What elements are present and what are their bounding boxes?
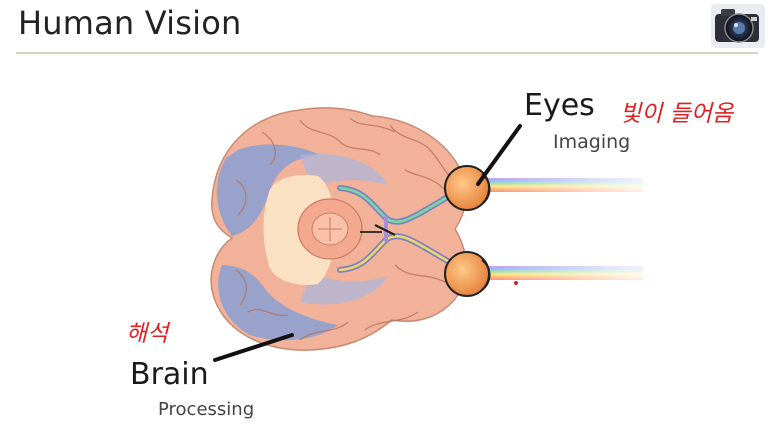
- eye-bottom: [444, 251, 491, 297]
- eyes-pointer-line: [476, 124, 522, 186]
- light-ray-top: [488, 178, 643, 192]
- eyes-handwritten-note: 빛이 들어옴: [620, 101, 734, 127]
- slide-title: Human Vision: [18, 4, 242, 42]
- camera-logo-icon: [711, 4, 765, 48]
- light-ray-bottom: [488, 266, 643, 280]
- brain-label: Brain: [130, 357, 209, 392]
- brain: [210, 107, 467, 351]
- processing-label: Processing: [158, 399, 255, 420]
- imaging-label: Imaging: [553, 131, 631, 153]
- title-divider: [16, 52, 758, 54]
- brain-handwritten-note: 해석: [126, 321, 169, 347]
- eyes-label: Eyes: [524, 88, 595, 123]
- eye-top: [444, 165, 491, 211]
- brain-pointer-line: [213, 333, 294, 362]
